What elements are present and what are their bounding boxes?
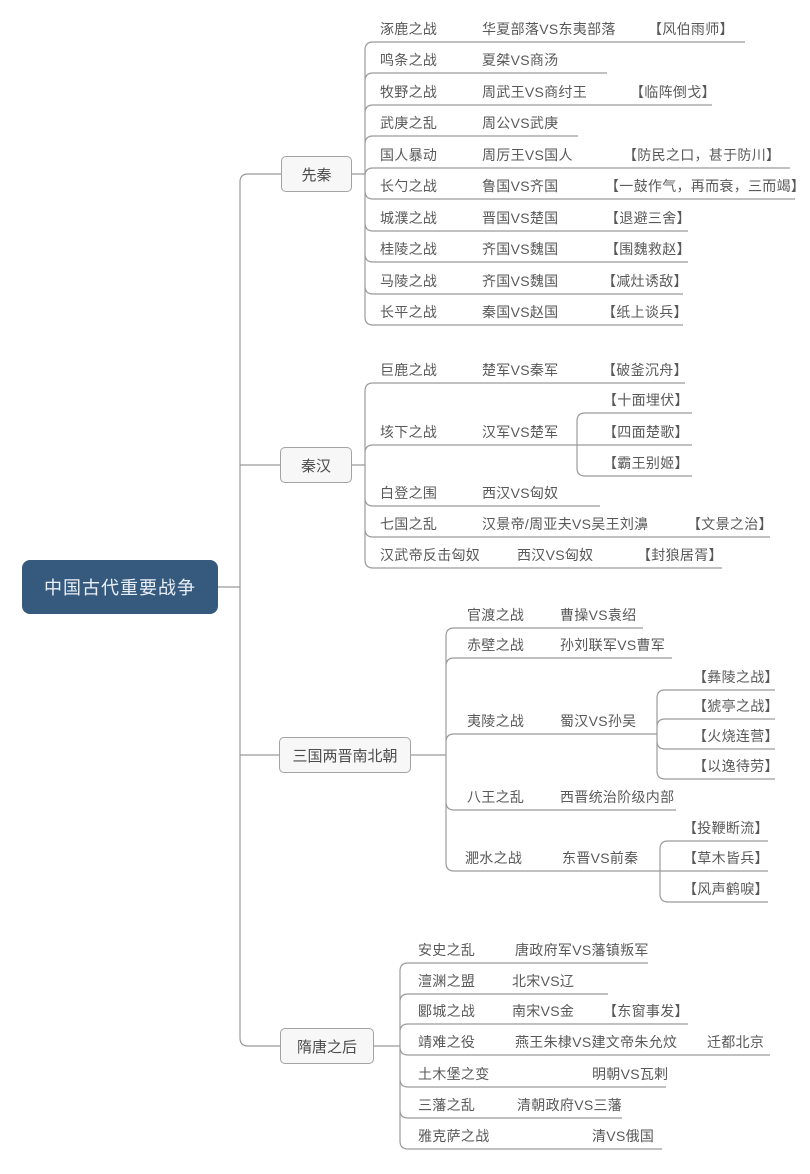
war-name-topic[interactable]: 长勺之战 <box>380 178 438 194</box>
war-parties-topic[interactable]: 蜀汉VS孙吴 <box>560 713 637 729</box>
war-parties-topic[interactable]: 曹操VS袁绍 <box>560 607 637 623</box>
war-parties-topic[interactable]: 西汉VS匈奴 <box>482 485 559 501</box>
root-topic[interactable]: 中国古代重要战争 <box>22 560 218 614</box>
war-name-topic[interactable]: 淝水之战 <box>465 850 523 866</box>
war-name-topic[interactable]: 长平之战 <box>380 304 438 320</box>
war-parties-topic[interactable]: 汉景帝/周亚夫VS吴王刘濞 <box>482 516 649 532</box>
war-name-topic[interactable]: 三藩之乱 <box>418 1097 476 1113</box>
war-parties-topic[interactable]: 齐国VS魏国 <box>482 273 559 289</box>
war-note-topic[interactable]: 【猇亭之战】 <box>693 698 779 714</box>
war-note-topic[interactable]: 【封狼居胥】 <box>637 547 723 563</box>
war-name-topic[interactable]: 官渡之战 <box>467 607 525 623</box>
war-name-topic[interactable]: 赤壁之战 <box>467 637 525 653</box>
war-note-topic[interactable]: 迁都北京 <box>707 1034 765 1050</box>
branch-topic[interactable]: 秦汉 <box>280 447 352 483</box>
branch-topic[interactable]: 先秦 <box>281 156 352 192</box>
war-note-topic[interactable]: 【临阵倒戈】 <box>630 84 716 100</box>
war-note-topic[interactable]: 【霸王别姬】 <box>603 455 689 471</box>
war-parties-topic[interactable]: 秦国VS赵国 <box>482 304 559 320</box>
war-parties-topic[interactable]: 鲁国VS齐国 <box>482 178 559 194</box>
war-name-topic[interactable]: 夷陵之战 <box>467 713 525 729</box>
war-parties-topic[interactable]: 明朝VS瓦剌 <box>592 1066 669 1082</box>
war-parties-topic[interactable]: 华夏部落VS东夷部落 <box>482 21 616 37</box>
war-note-topic[interactable]: 【减灶诱敌】 <box>602 273 688 289</box>
war-name-topic[interactable]: 澶渊之盟 <box>418 973 476 989</box>
war-name-topic[interactable]: 七国之乱 <box>380 516 438 532</box>
war-note-topic[interactable]: 【彝陵之战】 <box>693 669 779 685</box>
war-parties-topic[interactable]: 楚军VS秦军 <box>482 362 559 378</box>
war-parties-topic[interactable]: 晋国VS楚国 <box>482 210 559 226</box>
war-name-topic[interactable]: 桂陵之战 <box>380 241 438 257</box>
war-parties-topic[interactable]: 唐政府军VS藩镇叛军 <box>515 942 649 958</box>
branch-topic[interactable]: 隋唐之后 <box>280 1028 374 1064</box>
war-note-topic[interactable]: 【东窗事发】 <box>603 1003 689 1019</box>
war-name-topic[interactable]: 垓下之战 <box>380 424 438 440</box>
war-name-topic[interactable]: 武庚之乱 <box>380 115 438 131</box>
war-name-topic[interactable]: 八王之乱 <box>467 789 525 805</box>
war-note-topic[interactable]: 【风声鹤唳】 <box>683 881 769 897</box>
war-parties-topic[interactable]: 东晋VS前秦 <box>562 850 639 866</box>
war-note-topic[interactable]: 【纸上谈兵】 <box>602 304 688 320</box>
war-parties-topic[interactable]: 周公VS武庚 <box>482 115 559 131</box>
war-parties-topic[interactable]: 西晋统治阶级内部 <box>560 789 675 805</box>
war-name-topic[interactable]: 马陵之战 <box>380 273 438 289</box>
war-note-topic[interactable]: 【草木皆兵】 <box>683 850 769 866</box>
war-parties-topic[interactable]: 西汉VS匈奴 <box>517 547 594 563</box>
war-name-topic[interactable]: 靖难之役 <box>418 1034 476 1050</box>
war-name-topic[interactable]: 牧野之战 <box>380 84 438 100</box>
war-name-topic[interactable]: 巨鹿之战 <box>380 362 438 378</box>
war-parties-topic[interactable]: 周武王VS商纣王 <box>482 84 588 100</box>
war-parties-topic[interactable]: 齐国VS魏国 <box>482 241 559 257</box>
branch-topic[interactable]: 三国两晋南北朝 <box>279 737 411 773</box>
war-note-topic[interactable]: 【投鞭断流】 <box>683 820 769 836</box>
war-parties-topic[interactable]: 夏桀VS商汤 <box>482 52 559 68</box>
war-note-topic[interactable]: 【十面埋伏】 <box>603 392 689 408</box>
war-note-topic[interactable]: 【一鼓作气，再而衰，三而竭】 <box>605 178 806 194</box>
war-note-topic[interactable]: 【四面楚歌】 <box>603 424 689 440</box>
war-note-topic[interactable]: 【防民之口，甚于防川】 <box>623 147 781 163</box>
war-name-topic[interactable]: 国人暴动 <box>380 147 438 163</box>
war-parties-topic[interactable]: 清朝政府VS三藩 <box>517 1097 623 1113</box>
war-parties-topic[interactable]: 清VS俄国 <box>592 1128 655 1144</box>
war-note-topic[interactable]: 【围魏救赵】 <box>605 241 691 257</box>
war-name-topic[interactable]: 雅克萨之战 <box>418 1128 490 1144</box>
war-name-topic[interactable]: 城濮之战 <box>380 210 438 226</box>
war-note-topic[interactable]: 【风伯雨师】 <box>648 21 734 37</box>
war-note-topic[interactable]: 【火烧连营】 <box>693 728 779 744</box>
war-name-topic[interactable]: 鸣条之战 <box>380 52 438 68</box>
war-note-topic[interactable]: 【以逸待劳】 <box>693 758 779 774</box>
war-parties-topic[interactable]: 南宋VS金 <box>512 1003 575 1019</box>
war-name-topic[interactable]: 安史之乱 <box>418 942 476 958</box>
war-parties-topic[interactable]: 燕王朱棣VS建文帝朱允炆 <box>515 1034 678 1050</box>
war-note-topic[interactable]: 【退避三舍】 <box>605 210 691 226</box>
war-name-topic[interactable]: 涿鹿之战 <box>380 21 438 37</box>
war-name-topic[interactable]: 汉武帝反击匈奴 <box>380 547 481 563</box>
war-note-topic[interactable]: 【破釜沉舟】 <box>602 362 688 378</box>
war-parties-topic[interactable]: 北宋VS辽 <box>512 973 575 989</box>
war-name-topic[interactable]: 郾城之战 <box>418 1003 476 1019</box>
war-name-topic[interactable]: 白登之围 <box>380 485 438 501</box>
war-note-topic[interactable]: 【文景之治】 <box>687 516 773 532</box>
war-parties-topic[interactable]: 周厉王VS国人 <box>482 147 573 163</box>
war-parties-topic[interactable]: 孙刘联军VS曹军 <box>560 637 666 653</box>
war-name-topic[interactable]: 土木堡之变 <box>418 1066 490 1082</box>
war-parties-topic[interactable]: 汉军VS楚军 <box>482 424 559 440</box>
